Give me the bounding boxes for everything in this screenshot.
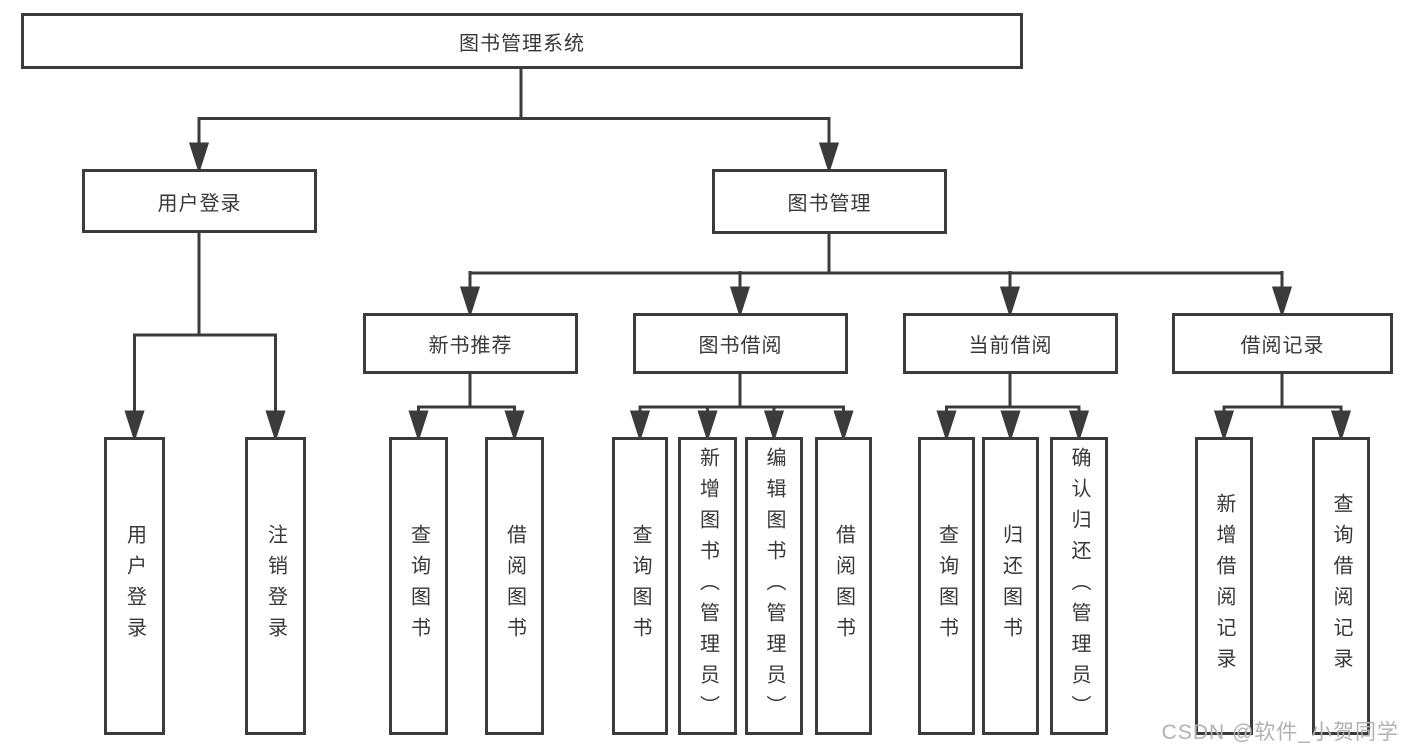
node-new-book-recommend-label: 新书推荐 bbox=[428, 335, 513, 357]
node-book-management-label: 图书管理 bbox=[787, 193, 872, 215]
leaf-borrow-books-rec-label: 借阅图书 bbox=[503, 524, 526, 648]
leaf-borrow-books: 借阅图书 bbox=[815, 437, 872, 735]
leaf-borrow-books-label: 借阅图书 bbox=[832, 524, 855, 648]
arrowhead-icon bbox=[833, 410, 854, 442]
leaf-logout-label: 注销登录 bbox=[264, 524, 287, 648]
leaf-user-login-label: 用户登录 bbox=[123, 524, 146, 648]
leaf-add-books-admin-label: 新增图书（管理员） bbox=[696, 446, 719, 726]
arrowhead-icon bbox=[729, 286, 751, 318]
node-new-book-recommend: 新书推荐 bbox=[363, 313, 578, 374]
leaf-add-books-admin: 新增图书（管理员） bbox=[678, 437, 737, 735]
node-user-login: 用户登录 bbox=[82, 169, 317, 233]
leaf-edit-books-admin: 编辑图书（管理员） bbox=[745, 437, 803, 735]
arrowhead-icon bbox=[1068, 410, 1090, 442]
arrowhead-icon bbox=[1213, 410, 1235, 442]
arrowhead-icon bbox=[459, 286, 481, 318]
node-root-label: 图书管理系统 bbox=[459, 32, 585, 55]
leaf-confirm-return-admin-label: 确认归还（管理员） bbox=[1068, 446, 1090, 726]
leaf-query-borrow-record-label: 查询借阅记录 bbox=[1330, 493, 1352, 679]
node-book-borrow: 图书借阅 bbox=[633, 313, 848, 374]
node-current-borrow: 当前借阅 bbox=[903, 313, 1118, 374]
watermark: CSDN @软件_小贺同学 bbox=[1161, 721, 1399, 744]
leaf-query-books-borrow-label: 查询图书 bbox=[629, 524, 651, 648]
leaf-query-borrow-record: 查询借阅记录 bbox=[1312, 437, 1370, 735]
arrowhead-icon bbox=[936, 410, 957, 442]
arrowhead-icon bbox=[124, 410, 145, 442]
node-book-management: 图书管理 bbox=[712, 169, 947, 234]
arrowhead-icon bbox=[629, 410, 651, 442]
leaf-query-books-rec-label: 查询图书 bbox=[407, 524, 430, 648]
arrowhead-icon bbox=[188, 142, 210, 174]
arrowhead-icon bbox=[818, 142, 840, 174]
leaf-query-books-rec: 查询图书 bbox=[389, 437, 448, 735]
node-borrow-records: 借阅记录 bbox=[1172, 313, 1393, 374]
arrowhead-icon bbox=[265, 410, 286, 442]
arrowhead-icon bbox=[1271, 286, 1293, 318]
arrowhead-icon bbox=[697, 410, 718, 442]
leaf-query-books-current-label: 查询图书 bbox=[935, 524, 958, 648]
leaf-borrow-books-rec: 借阅图书 bbox=[485, 437, 544, 735]
arrowhead-icon bbox=[999, 286, 1021, 318]
leaf-query-books-borrow: 查询图书 bbox=[612, 437, 668, 735]
node-book-borrow-label: 图书借阅 bbox=[698, 335, 783, 357]
leaf-add-borrow-record: 新增借阅记录 bbox=[1195, 437, 1253, 735]
leaf-edit-books-admin-label: 编辑图书（管理员） bbox=[763, 446, 785, 726]
leaf-logout: 注销登录 bbox=[245, 437, 306, 735]
leaf-user-login: 用户登录 bbox=[104, 437, 165, 735]
node-root-system: 图书管理系统 bbox=[21, 13, 1023, 69]
node-user-login-label: 用户登录 bbox=[157, 192, 242, 215]
leaf-return-books: 归还图书 bbox=[982, 437, 1039, 735]
node-current-borrow-label: 当前借阅 bbox=[968, 335, 1053, 357]
leaf-add-borrow-record-label: 新增借阅记录 bbox=[1213, 493, 1235, 679]
leaf-confirm-return-admin: 确认归还（管理员） bbox=[1050, 437, 1108, 735]
leaf-query-books-current: 查询图书 bbox=[918, 437, 975, 735]
connector-group bbox=[124, 69, 1352, 442]
arrowhead-icon bbox=[408, 410, 429, 442]
node-borrow-records-label: 借阅记录 bbox=[1240, 335, 1325, 357]
arrowhead-icon bbox=[763, 410, 785, 442]
arrowhead-icon bbox=[504, 410, 525, 442]
arrowhead-icon bbox=[1330, 410, 1352, 442]
leaf-return-books-label: 归还图书 bbox=[999, 524, 1022, 648]
arrowhead-icon bbox=[1000, 410, 1021, 442]
